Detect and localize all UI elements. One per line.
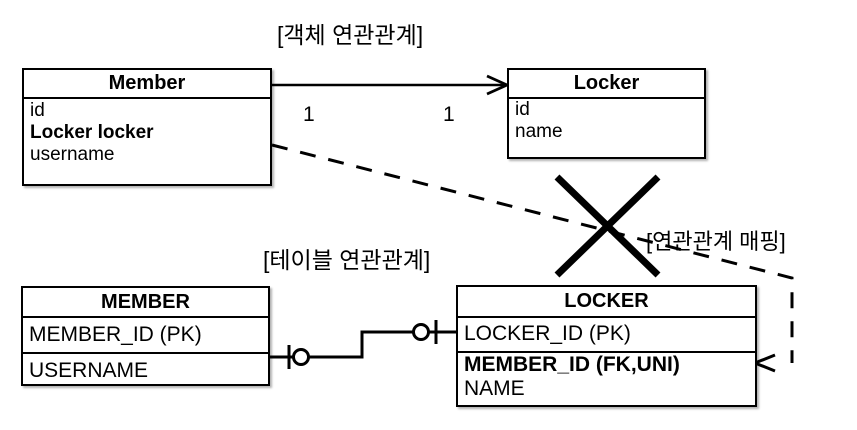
attribute-item: name	[515, 121, 563, 143]
column-name: USERNAME	[29, 358, 149, 382]
label-table-association: [테이블 연관관계]	[263, 247, 431, 273]
attribute-item: Locker locker	[30, 122, 154, 144]
table-row: LOCKER_ID (PK)	[458, 318, 755, 353]
table-name-locker: LOCKER	[458, 287, 755, 318]
table-row: MEMBER_ID (PK)	[23, 318, 268, 354]
class-name-member: Member	[24, 70, 270, 99]
table-box-locker[interactable]: LOCKER LOCKER_ID (PK) MEMBER_ID (FK,UNI)…	[456, 285, 757, 407]
multiplicity-source: 1	[303, 103, 315, 126]
column-name: MEMBER_ID (FK,UNI)	[464, 353, 680, 376]
attribute-item: username	[30, 144, 115, 166]
column-name: NAME	[464, 377, 525, 401]
attribute-item: id	[515, 99, 530, 120]
label-association-mapping: [연관관계 매핑]	[646, 229, 786, 254]
attribute-item: id	[30, 100, 45, 121]
class-attributes-member: id Locker locker username	[24, 99, 270, 166]
table-name-member: MEMBER	[23, 288, 268, 318]
table-row: USERNAME	[23, 354, 268, 388]
x-cross-mark-icon	[554, 174, 661, 278]
class-name-locker: Locker	[509, 70, 704, 99]
column-name: MEMBER_ID (PK)	[29, 322, 202, 346]
column-name: LOCKER_ID (PK)	[464, 322, 631, 346]
class-box-member[interactable]: Member id Locker locker username	[22, 68, 272, 186]
multiplicity-target: 1	[443, 103, 455, 126]
table-box-member[interactable]: MEMBER MEMBER_ID (PK) USERNAME	[21, 286, 270, 386]
table-row-group: MEMBER_ID (FK,UNI) NAME	[458, 353, 755, 401]
table-relationship-connector	[270, 320, 456, 369]
class-attributes-locker: id name	[509, 99, 704, 143]
association-arrow-object	[272, 74, 511, 96]
class-box-locker[interactable]: Locker id name	[507, 68, 706, 159]
label-object-association: [객체 연관관계]	[277, 22, 424, 48]
